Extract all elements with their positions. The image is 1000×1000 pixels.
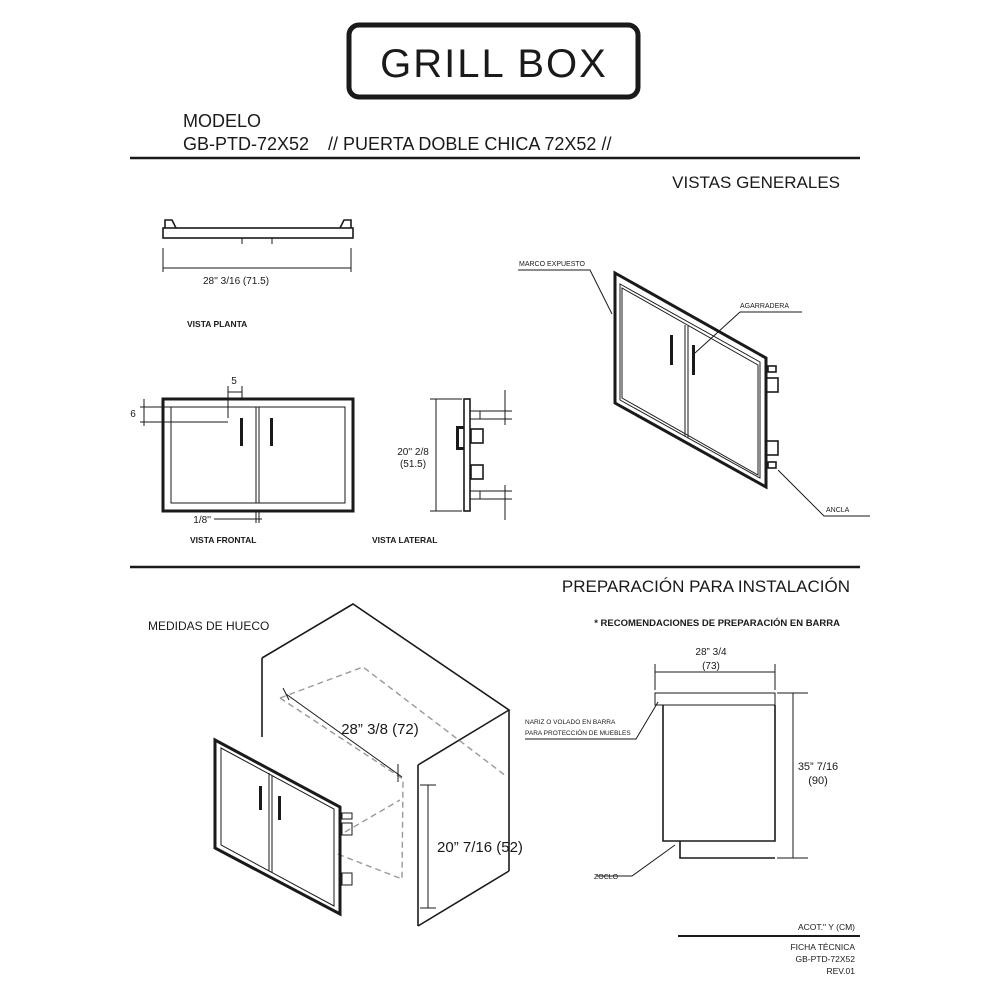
sheet-line-2: GB-PTD-72X52 — [795, 954, 855, 964]
side-view-drawing — [430, 390, 512, 520]
sheet-line-3: REV.01 — [826, 966, 855, 976]
cutout-height-dim: 20” 7/16 (52) — [437, 839, 523, 856]
cutout-width-dim: 28” 3/8 (72) — [341, 721, 419, 738]
iso-view-drawing — [518, 269, 870, 517]
front-dim-bottom: 1/8'' — [193, 515, 211, 526]
recommend-title: * RECOMENDACIONES DE PREPARACIÓN EN BARR… — [594, 617, 840, 629]
model-label: MODELO — [183, 111, 261, 131]
nose-note-1: NARIZ O VOLADO EN BARRA — [525, 719, 616, 726]
side-height-dim-1: 20'' 2/8 — [397, 447, 429, 458]
side-view-label: VISTA LATERAL — [372, 535, 437, 545]
plan-width-dim: 28'' 3/16 (71.5) — [203, 276, 269, 287]
bar-height-dim-1: 35” 7/16 — [798, 761, 838, 773]
plan-view-label: VISTA PLANTA — [187, 319, 247, 329]
iso-anchor-label: ANCLA — [826, 507, 850, 514]
bar-height-dim-2: (90) — [808, 775, 828, 787]
side-height-dim-2: (51.5) — [400, 459, 426, 470]
views-section-title: VISTAS GENERALES — [672, 173, 840, 192]
brand-logo-text: GRILL BOX — [380, 42, 608, 86]
plinth-label: ZOCLO — [594, 874, 619, 881]
iso-frame-label: MARCO EXPUESTO — [519, 261, 586, 268]
iso-handle-label: AGARRADERA — [740, 303, 789, 310]
cutout-door-drawing — [213, 737, 353, 917]
front-view-drawing — [140, 386, 355, 523]
cutout-title: MEDIDAS DE HUECO — [148, 619, 269, 633]
plan-view-drawing — [162, 219, 354, 272]
install-section-title: PREPARACIÓN PARA INSTALACIÓN — [562, 577, 850, 596]
sheet-line-1: FICHA TÉCNICA — [790, 942, 855, 952]
cutout-box-drawing — [261, 603, 511, 927]
nose-note-2: PARA PROTECCIÓN DE MUEBLES — [525, 728, 631, 737]
front-dim-left: 6 — [130, 409, 136, 420]
model-description: // PUERTA DOBLE CHICA 72X52 // — [328, 134, 611, 154]
brand-logo: GRILL BOX — [346, 22, 641, 100]
bar-section-drawing — [525, 664, 808, 877]
front-view-label: VISTA FRONTAL — [190, 535, 256, 545]
front-dim-top: 5 — [231, 376, 237, 387]
units-label: ACOT." Y (CM) — [798, 922, 855, 932]
bar-width-dim-1: 28” 3/4 — [695, 647, 727, 658]
bar-width-dim-2: (73) — [702, 661, 720, 672]
model-code: GB-PTD-72X52 — [183, 134, 309, 154]
